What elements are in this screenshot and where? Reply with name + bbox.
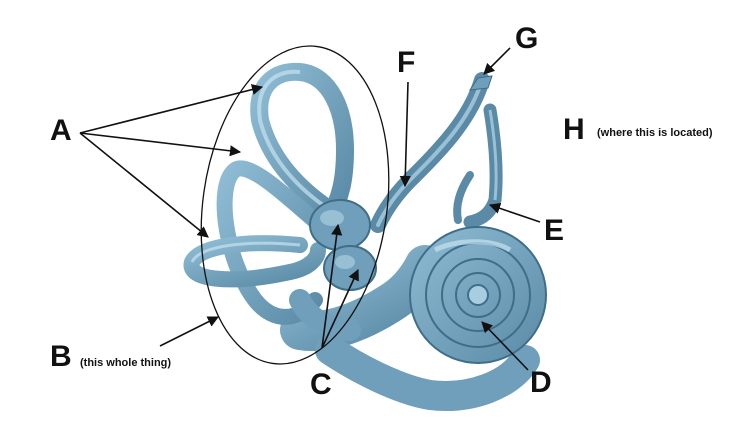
semicircular-canals <box>183 62 355 325</box>
arrow-a-middle <box>79 132 242 157</box>
label-d: D <box>530 366 552 399</box>
arrow-g <box>483 47 511 75</box>
label-f: F <box>397 46 416 79</box>
arrow-a-top <box>79 84 264 134</box>
inner-ear-outline <box>200 45 390 365</box>
nerve-bundle <box>370 72 503 233</box>
label-h-note: (where this is located) <box>597 127 713 139</box>
cochlea <box>280 226 547 411</box>
label-a: A <box>50 114 72 147</box>
label-c: C <box>310 368 332 401</box>
arrow-d <box>481 321 529 371</box>
arrow-b <box>159 316 220 347</box>
arrow-c-left <box>321 223 343 349</box>
arrow-e <box>488 202 541 223</box>
label-h: H <box>563 113 585 146</box>
leader-lines <box>79 47 541 371</box>
label-g: G <box>515 22 539 55</box>
arrow-f <box>399 81 411 188</box>
label-b: B <box>50 340 72 373</box>
label-e: E <box>544 214 565 247</box>
arrow-a-bottom <box>79 132 209 238</box>
arrow-c-right <box>321 268 359 349</box>
label-b-note: (this whole thing) <box>80 357 172 369</box>
